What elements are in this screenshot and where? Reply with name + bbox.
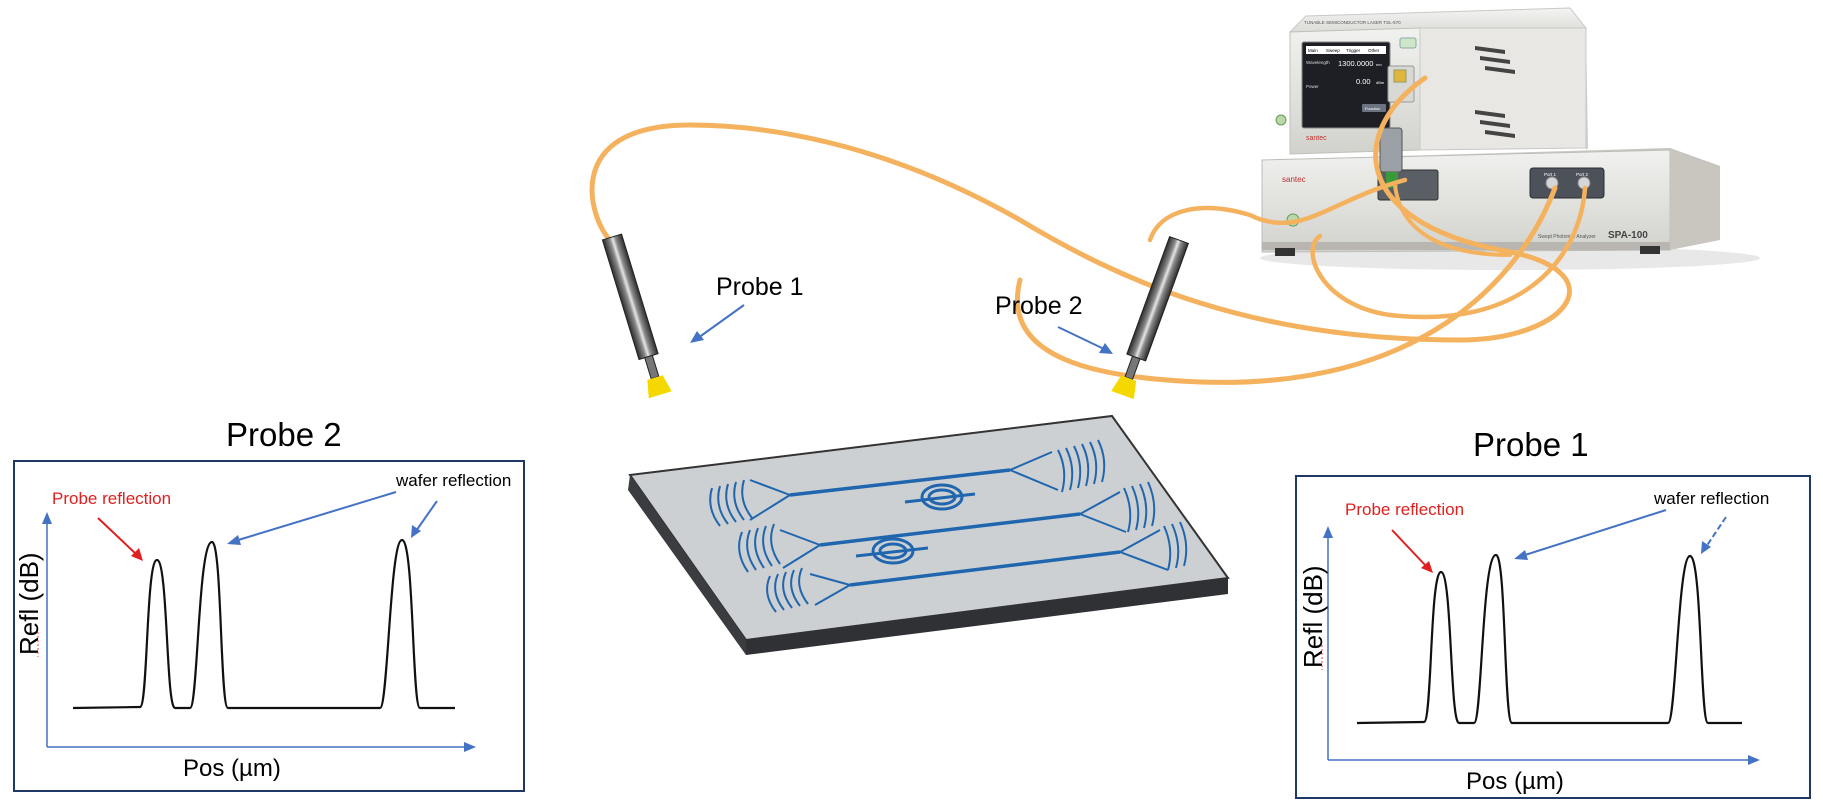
probe-1[interactable] (601, 233, 672, 399)
probe-2-label: Probe 2 (995, 292, 1083, 320)
left-xlabel: Pos (µm) (183, 755, 281, 782)
probe-2-arrow (1057, 326, 1105, 350)
ring-resonators (855, 483, 976, 565)
port-1-label: Port 1 (1544, 172, 1557, 177)
probe-1-arrow (697, 304, 745, 339)
left-blue-arrow-1 (234, 491, 397, 542)
analyzer-port-panel (1529, 167, 1605, 199)
laser-tab-sweep[interactable]: Sweep (1326, 48, 1340, 53)
chip-side (746, 578, 1228, 655)
left-probe-reflection-label: Probe reflection (52, 489, 171, 508)
right-graph-title: Probe 1 (1473, 426, 1589, 463)
laser-tab-main[interactable]: Main (1308, 48, 1318, 53)
waveguides (749, 451, 1169, 606)
left-graph-title: Probe 2 (226, 416, 342, 453)
probe-1-callout: Probe 1 (690, 273, 804, 343)
right-graph-panel: Probe 1 Refl (dB) Pos (µm) Probe reflect… (1295, 426, 1811, 799)
right-blue-arrow-1 (1521, 509, 1667, 557)
laser-tab-trigger[interactable]: Trigger (1346, 48, 1361, 53)
left-trace (72, 538, 455, 710)
left-wafer-reflection-label: wafer reflection (395, 471, 511, 490)
left-graph-panel: Probe 2 Refl (dB) Pos (µm) Probe reflect… (13, 416, 525, 792)
right-probe-reflection-label: Probe reflection (1345, 500, 1464, 519)
laser-brand: santec (1306, 135, 1327, 142)
right-blue-arrow-2 (1705, 516, 1727, 548)
fiber-connector-clip (1379, 127, 1403, 173)
laser-power-icon[interactable] (1275, 114, 1287, 126)
right-graph-frame (1295, 475, 1811, 799)
fiber-3 (1015, 185, 1558, 385)
probe-2-tip-glow (1111, 375, 1137, 400)
probe-1-label: Probe 1 (716, 273, 804, 301)
left-blue-arrow-2 (415, 500, 438, 532)
laser-wavelength-unit: nm (1376, 62, 1382, 67)
laser-wavelength-label: Wavelength (1306, 60, 1330, 65)
laser-indicator (1399, 37, 1417, 49)
fiber-4 (1310, 185, 1588, 320)
left-ylabel: Refl (dB) (14, 552, 44, 655)
photonic-chip (628, 414, 1230, 655)
laser-power-value: 0.00 (1356, 77, 1371, 86)
laser-tab-other[interactable]: Other (1368, 48, 1380, 53)
port-2-label: Port 2 (1576, 172, 1589, 177)
left-red-arrow (97, 517, 137, 555)
right-xlabel: Pos (µm) (1466, 768, 1564, 795)
instrument-stack: santec Port 1 Port 2 Swept Photonics Ana… (1260, 7, 1760, 270)
laser-function-button[interactable] (1362, 104, 1386, 112)
analyzer-description: Swept Photonics Analyzer (1538, 234, 1596, 240)
probe-1-tip-glow (647, 375, 672, 399)
probe-2-callout: Probe 2 (995, 292, 1113, 354)
analyzer-model: SPA-100 (1608, 230, 1648, 241)
laser-unit: Main Sweep Trigger Other Wavelength 1300… (1275, 7, 1588, 188)
fiber-2 (1147, 177, 1408, 243)
laser-header: TUNABLE SEMICONDUCTOR LASER TSL-570 (1304, 20, 1401, 25)
fiber-1 (589, 75, 1572, 343)
optical-fibers (589, 75, 1588, 385)
right-wafer-reflection-label: wafer reflection (1653, 489, 1769, 508)
probe-2[interactable] (1111, 235, 1190, 400)
right-red-arrow (1391, 529, 1427, 567)
laser-power-label: Power (1306, 84, 1319, 89)
laser-function-label: Function (1365, 106, 1380, 111)
right-trace (1356, 553, 1742, 725)
laser-power-unit: dBm (1376, 80, 1385, 85)
laser-wavelength-value: 1300.0000 (1338, 59, 1373, 68)
grating-couplers (709, 439, 1188, 613)
right-ylabel: Refl (dB) (1298, 565, 1328, 668)
fiber-5 (1393, 183, 1512, 257)
analyzer-brand: santec (1282, 175, 1306, 184)
vent-slots (1475, 46, 1515, 138)
left-graph-frame (13, 460, 525, 792)
